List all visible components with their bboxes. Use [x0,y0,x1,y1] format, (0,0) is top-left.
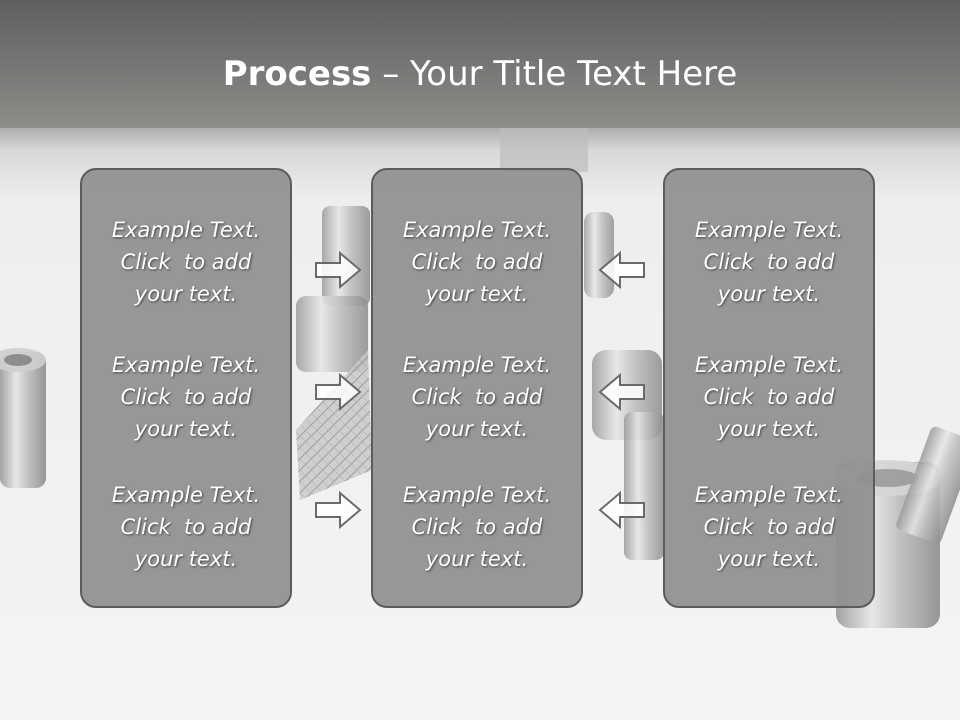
text-placeholder[interactable]: Example Text. Click to add your text. [373,214,581,310]
text-line: your text. [425,547,529,571]
text-placeholder[interactable]: Example Text. Click to add your text. [665,479,873,575]
text-line: Example Text. [694,353,844,377]
text-line: your text. [134,417,238,441]
text-line: Example Text. [111,218,261,242]
title-bold: Process [222,54,372,94]
text-line: Click to add [411,515,543,539]
left-arrow-icon [598,490,645,530]
header-band [0,0,960,128]
text-line: your text. [425,282,529,306]
text-line: Click to add [120,385,252,409]
text-line: Click to add [120,250,252,274]
text-line: Click to add [411,385,543,409]
text-line: your text. [717,547,821,571]
text-placeholder[interactable]: Example Text. Click to add your text. [82,479,290,575]
text-line: your text. [717,282,821,306]
text-line: Example Text. [111,483,261,507]
process-column-left[interactable]: Example Text. Click to add your text. Ex… [80,168,292,608]
text-placeholder[interactable]: Example Text. Click to add your text. [665,214,873,310]
right-arrow-icon [315,490,362,530]
text-line: Example Text. [402,483,552,507]
title-rest: – Your Title Text Here [371,54,738,94]
text-line: Click to add [120,515,252,539]
text-line: Click to add [703,385,835,409]
left-arrow-icon [598,250,645,290]
process-column-right[interactable]: Example Text. Click to add your text. Ex… [663,168,875,608]
text-placeholder[interactable]: Example Text. Click to add your text. [373,479,581,575]
text-line: Example Text. [402,353,552,377]
text-placeholder[interactable]: Example Text. Click to add your text. [373,349,581,445]
text-line: Click to add [411,250,543,274]
text-placeholder[interactable]: Example Text. Click to add your text. [665,349,873,445]
text-line: your text. [134,282,238,306]
text-line: Click to add [703,250,835,274]
text-line: Example Text. [111,353,261,377]
slide-title[interactable]: Process – Your Title Text Here [0,52,960,96]
text-placeholder[interactable]: Example Text. Click to add your text. [82,349,290,445]
text-line: your text. [425,417,529,441]
text-line: Example Text. [694,483,844,507]
left-arrow-icon [598,372,645,412]
text-line: your text. [134,547,238,571]
right-arrow-icon [315,372,362,412]
text-line: Click to add [703,515,835,539]
text-placeholder[interactable]: Example Text. Click to add your text. [82,214,290,310]
text-line: Example Text. [402,218,552,242]
process-column-middle[interactable]: Example Text. Click to add your text. Ex… [371,168,583,608]
text-line: Example Text. [694,218,844,242]
right-arrow-icon [315,250,362,290]
text-line: your text. [717,417,821,441]
